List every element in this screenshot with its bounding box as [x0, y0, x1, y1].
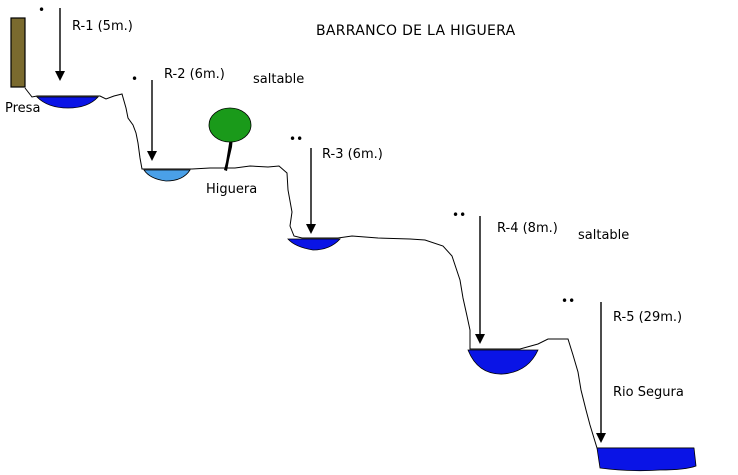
- r1-dots: •: [38, 3, 46, 17]
- pool-2: [143, 169, 191, 182]
- canyon-profile-line: [24, 87, 694, 449]
- r2-note: saltable: [253, 72, 305, 87]
- dam-wall: [10, 17, 26, 88]
- r1-label: R-1 (5m.): [72, 19, 133, 34]
- diagram-title: BARRANCO DE LA HIGUERA: [316, 23, 516, 39]
- pool-1: [36, 96, 99, 109]
- pool-5-rio: [596, 447, 697, 472]
- arrow-r5: [596, 302, 606, 443]
- r3-label: R-3 (6m.): [322, 147, 383, 162]
- r4-note: saltable: [578, 228, 630, 243]
- river-label: Rio Segura: [613, 385, 684, 400]
- tree-foliage: [208, 107, 252, 143]
- r2-label: R-2 (6m.): [164, 67, 225, 82]
- tree-trunk: [224, 137, 233, 171]
- r4-dots: ••: [452, 208, 467, 222]
- fig-tree-label: Higuera: [206, 182, 258, 197]
- arrow-r3: [306, 148, 316, 234]
- r2-dots: •: [131, 72, 139, 86]
- pool-4: [467, 349, 539, 375]
- r5-dots: ••: [561, 294, 576, 308]
- arrow-r4: [475, 216, 485, 344]
- arrow-r2: [147, 80, 157, 161]
- r4-label: R-4 (8m.): [497, 221, 558, 236]
- r5-label: R-5 (29m.): [613, 310, 683, 325]
- r3-dots: ••: [289, 132, 304, 146]
- arrow-r1: [55, 8, 65, 81]
- pool-3: [287, 238, 341, 251]
- dam-label: Presa: [5, 101, 41, 116]
